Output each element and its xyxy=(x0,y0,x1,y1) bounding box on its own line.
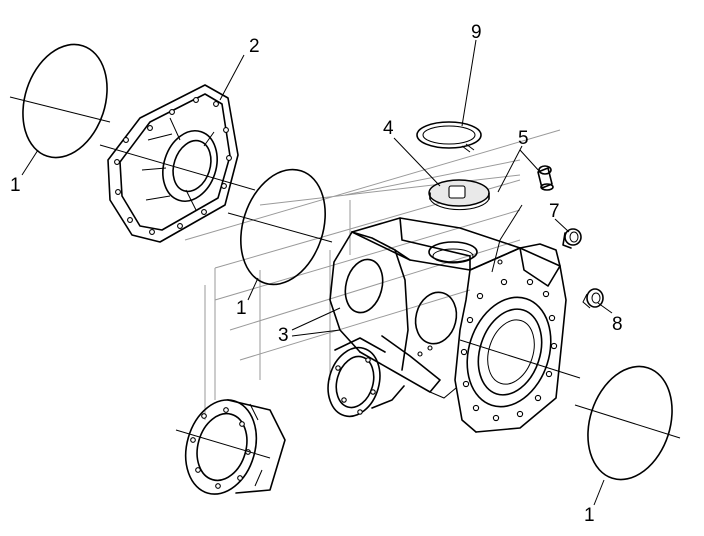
o-ring-middle xyxy=(227,168,333,286)
callout-7: 7 xyxy=(549,201,560,222)
stub-flange xyxy=(175,399,286,495)
callout-8: 8 xyxy=(612,314,623,335)
callout-1-bottom-right: 1 xyxy=(584,505,595,526)
axle-housing xyxy=(327,217,581,433)
leader-lines xyxy=(21,39,613,506)
callout-1-middle: 1 xyxy=(236,298,247,319)
callouts: 2 9 4 5 7 8 3 1 1 1 xyxy=(10,22,623,526)
breather-fitting xyxy=(537,165,554,191)
phantom-guide-lines xyxy=(184,129,561,420)
plug-8 xyxy=(582,288,604,309)
o-ring-top-left xyxy=(9,43,111,159)
callout-9: 9 xyxy=(471,22,482,43)
o-ring-bottom-right xyxy=(574,365,681,481)
callout-5: 5 xyxy=(518,128,529,149)
callout-3: 3 xyxy=(278,325,289,346)
callout-4: 4 xyxy=(383,118,394,139)
cover-flange xyxy=(99,84,256,243)
thrust-washer xyxy=(428,179,490,211)
retaining-ring xyxy=(416,121,482,153)
callout-2: 2 xyxy=(249,36,260,57)
plug-7 xyxy=(562,228,582,249)
callout-1-left: 1 xyxy=(10,175,21,196)
